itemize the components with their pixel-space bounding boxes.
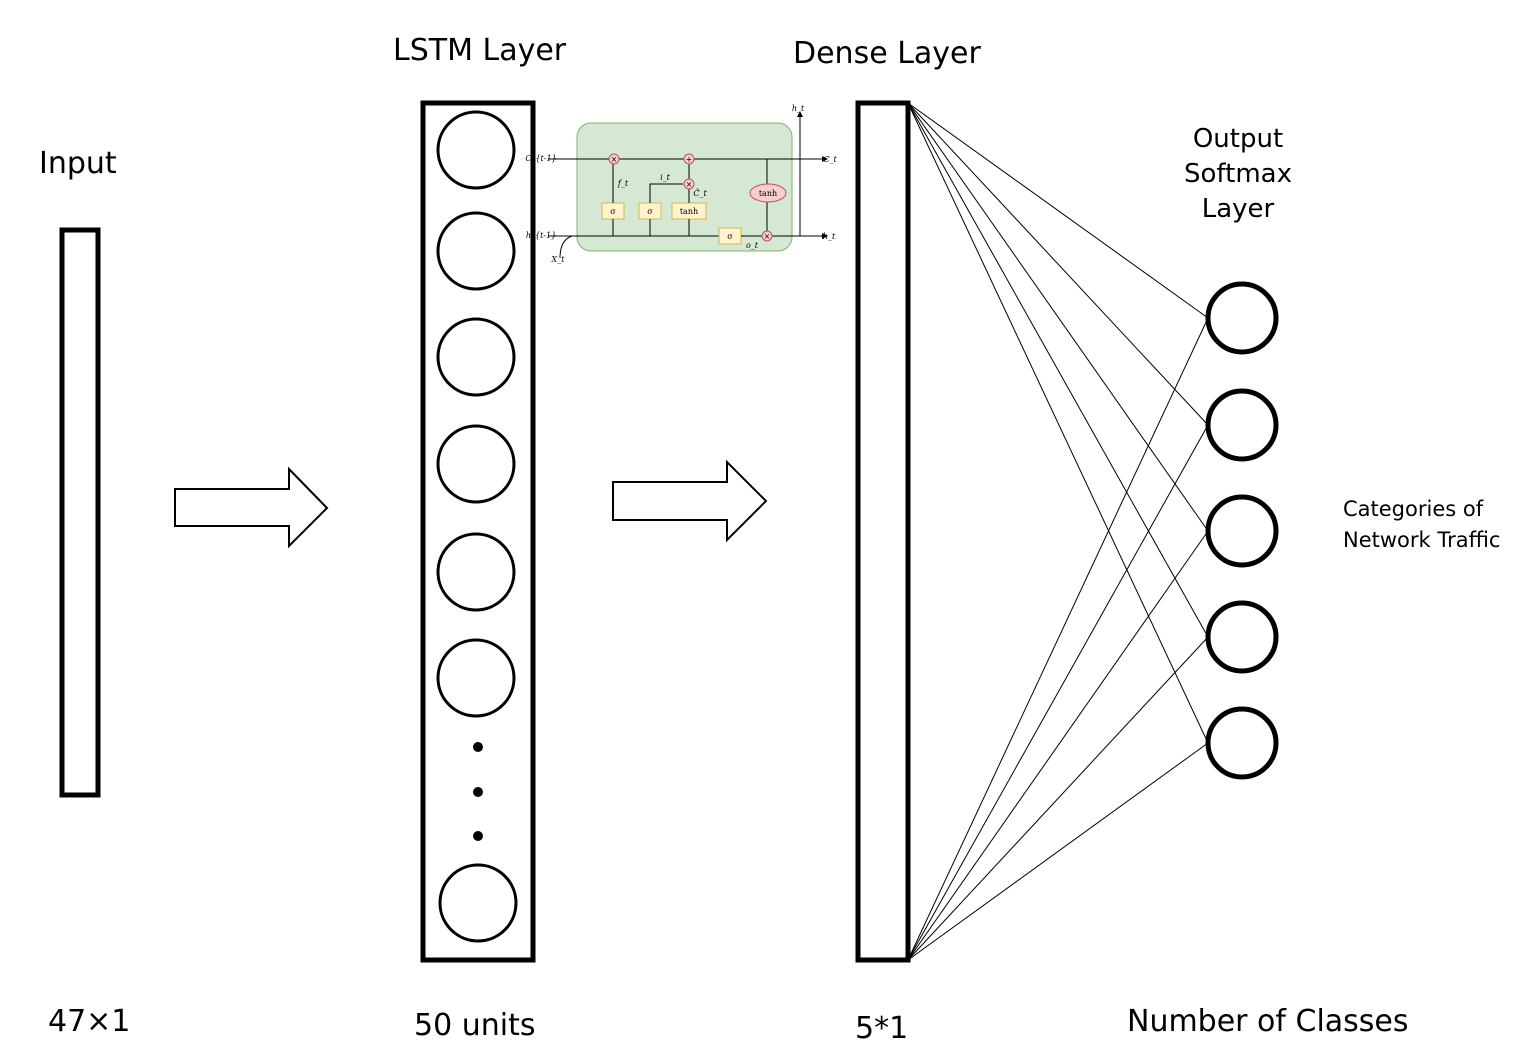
output-unit: [1205, 494, 1279, 568]
number-of-classes: Number of Classes: [1127, 1004, 1409, 1039]
out-ht-top: h_t: [792, 104, 805, 113]
categories-line1: Categories of: [1343, 497, 1484, 521]
lstm-unit: [436, 110, 516, 190]
output-title-line1: Output: [1192, 124, 1284, 154]
input-dimension: 47×1: [48, 1004, 131, 1039]
out-ht-right: h_t: [823, 232, 836, 241]
categories-label: Categories of Network Traffic: [1343, 494, 1500, 556]
sym-ct-tilde: C̃_t: [693, 189, 707, 198]
lstm-layer-title: LSTM Layer: [393, 33, 567, 68]
lstm-unit: [436, 317, 516, 397]
input-vector-bar: [59, 227, 101, 798]
in-xt: X_t: [551, 255, 566, 264]
cell-tanh: tanh: [759, 189, 777, 198]
dense-dimension: 5*1: [855, 1011, 909, 1046]
output-unit: [1205, 281, 1279, 355]
arrow-lstm-to-dense: [612, 459, 768, 543]
output-units: [1205, 281, 1279, 780]
output-unit: [1205, 706, 1279, 780]
dense-layer-bar: [855, 100, 911, 963]
gate-output: σ: [727, 232, 733, 241]
sym-it: i_t: [660, 173, 671, 182]
lstm-unit: [436, 424, 516, 504]
output-title-line3: Layer: [1201, 194, 1275, 224]
cell-op-mul-3: ×: [764, 232, 771, 241]
lstm-unit: [436, 211, 516, 291]
lstm-unit: [438, 863, 518, 943]
cell-op-mul-2: ×: [686, 180, 693, 189]
in-c-prev: C_{t-1}: [525, 154, 556, 163]
arrow-input-to-lstm: [174, 466, 329, 549]
output-unit: [1205, 600, 1279, 674]
out-ct: C_t: [823, 155, 837, 164]
lstm-cell-inset: × + × × σ σ tanh σ tanh f_t i_t C̃_t o_t…: [525, 104, 837, 264]
in-h-prev: h_{t-1}: [526, 231, 556, 240]
ellipsis-dots: [473, 742, 483, 841]
cell-op-add: +: [686, 155, 693, 164]
lstm-units: [436, 110, 518, 943]
dense-output-connections: [907, 102, 1209, 961]
output-unit: [1205, 388, 1279, 462]
sym-ot: o_t: [746, 241, 759, 250]
gate-forget: σ: [610, 207, 616, 216]
gate-input: σ: [647, 207, 653, 216]
input-title: Input: [39, 146, 117, 181]
lstm-units-count: 50 units: [414, 1008, 536, 1043]
cell-op-mul-1: ×: [611, 155, 618, 164]
output-title-line2: Softmax: [1184, 159, 1292, 189]
output-layer-title: Output Softmax Layer: [1172, 122, 1304, 227]
sym-ft: f_t: [617, 179, 629, 188]
categories-line2: Network Traffic: [1343, 528, 1501, 552]
gate-candidate: tanh: [680, 207, 698, 216]
dense-layer-title: Dense Layer: [793, 36, 981, 71]
lstm-unit: [436, 532, 516, 612]
lstm-unit: [436, 638, 516, 718]
